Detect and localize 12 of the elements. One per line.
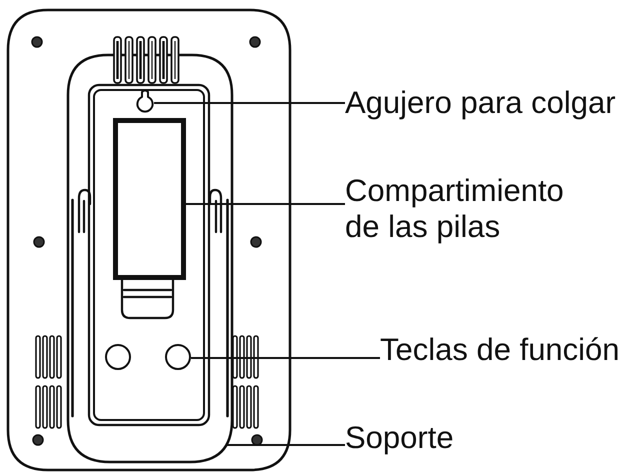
part-label: Compartimiento de las pilas [345,173,585,245]
function-key [165,344,191,370]
leader-line [226,444,345,446]
battery-door [113,118,186,280]
part-label: Soporte [345,420,454,456]
part-label: Agujero para colgar [345,85,616,121]
hanging-hole [136,88,154,113]
leader-line [154,102,345,104]
stand-frame [66,34,234,466]
leader-line [191,357,380,359]
leader-line [186,203,345,205]
part-label: Teclas de función [380,332,620,368]
